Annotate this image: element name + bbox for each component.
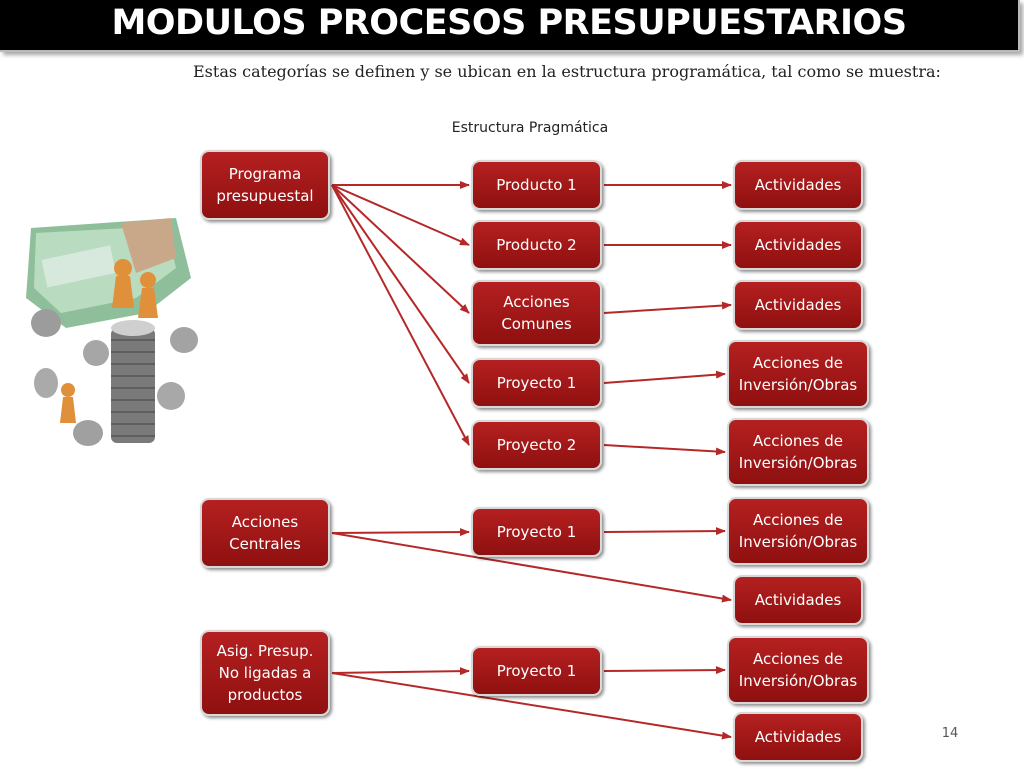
node-proyecto-1-asig: Proyecto 1: [471, 646, 602, 696]
arrow-acciones_centrales-to-act4: [331, 532, 732, 603]
node-actividades: Actividades: [733, 280, 863, 330]
node-producto-2: Producto 2: [471, 220, 602, 270]
node-acciones-inversion-obras: Acciones de Inversión/Obras: [727, 418, 869, 486]
node-acciones-comunes: Acciones Comunes: [471, 280, 602, 346]
slide-subtitle: Estas categorías se definen y se ubican …: [193, 62, 941, 81]
arrow-proyecto1_c-to-inv4: [603, 666, 726, 675]
page-number: 14: [941, 726, 959, 741]
arrow-programa-to-proyecto1_a: [331, 184, 470, 384]
node-asig-presup: Asig. Presup. No ligadas a productos: [200, 630, 330, 716]
arrow-proyecto2-to-inv2: [603, 444, 726, 456]
arrow-asig-to-act5: [331, 672, 732, 740]
node-acciones-inversion-obras: Acciones de Inversión/Obras: [727, 636, 869, 704]
arrow-programa-to-producto2: [331, 184, 470, 246]
arrow-programa-to-acciones_comunes: [331, 184, 470, 314]
arrow-programa-to-proyecto2: [331, 184, 470, 446]
title-bar: MODULOS PROCESOS PRESUPUESTARIOS: [0, 0, 1020, 52]
node-proyecto-1-centrales: Proyecto 1: [471, 507, 602, 557]
node-actividades: Actividades: [733, 220, 863, 270]
money-coins-illustration: [26, 218, 201, 453]
arrow-proyecto1_a-to-inv1: [603, 370, 726, 384]
node-actividades: Actividades: [733, 712, 863, 762]
node-proyecto-2: Proyecto 2: [471, 420, 602, 470]
node-actividades: Actividades: [733, 575, 863, 625]
arrow-acciones_comunes-to-act3: [603, 301, 732, 314]
node-actividades: Actividades: [733, 160, 863, 210]
node-proyecto-1: Proyecto 1: [471, 358, 602, 408]
arrow-asig-to-proyecto1_c: [331, 667, 470, 676]
slide-title: MODULOS PROCESOS PRESUPUESTARIOS: [111, 3, 907, 43]
node-acciones-centrales: Acciones Centrales: [200, 498, 330, 568]
diagram-title: Estructura Pragmática: [451, 120, 609, 136]
node-acciones-inversion-obras: Acciones de Inversión/Obras: [727, 340, 869, 408]
node-programa-presupuestal: Programa presupuestal: [200, 150, 330, 220]
node-producto-1: Producto 1: [471, 160, 602, 210]
arrow-proyecto1_b-to-inv3: [603, 527, 726, 536]
node-acciones-inversion-obras: Acciones de Inversión/Obras: [727, 497, 869, 565]
arrow-acciones_centrales-to-proyecto1_b: [331, 528, 470, 537]
